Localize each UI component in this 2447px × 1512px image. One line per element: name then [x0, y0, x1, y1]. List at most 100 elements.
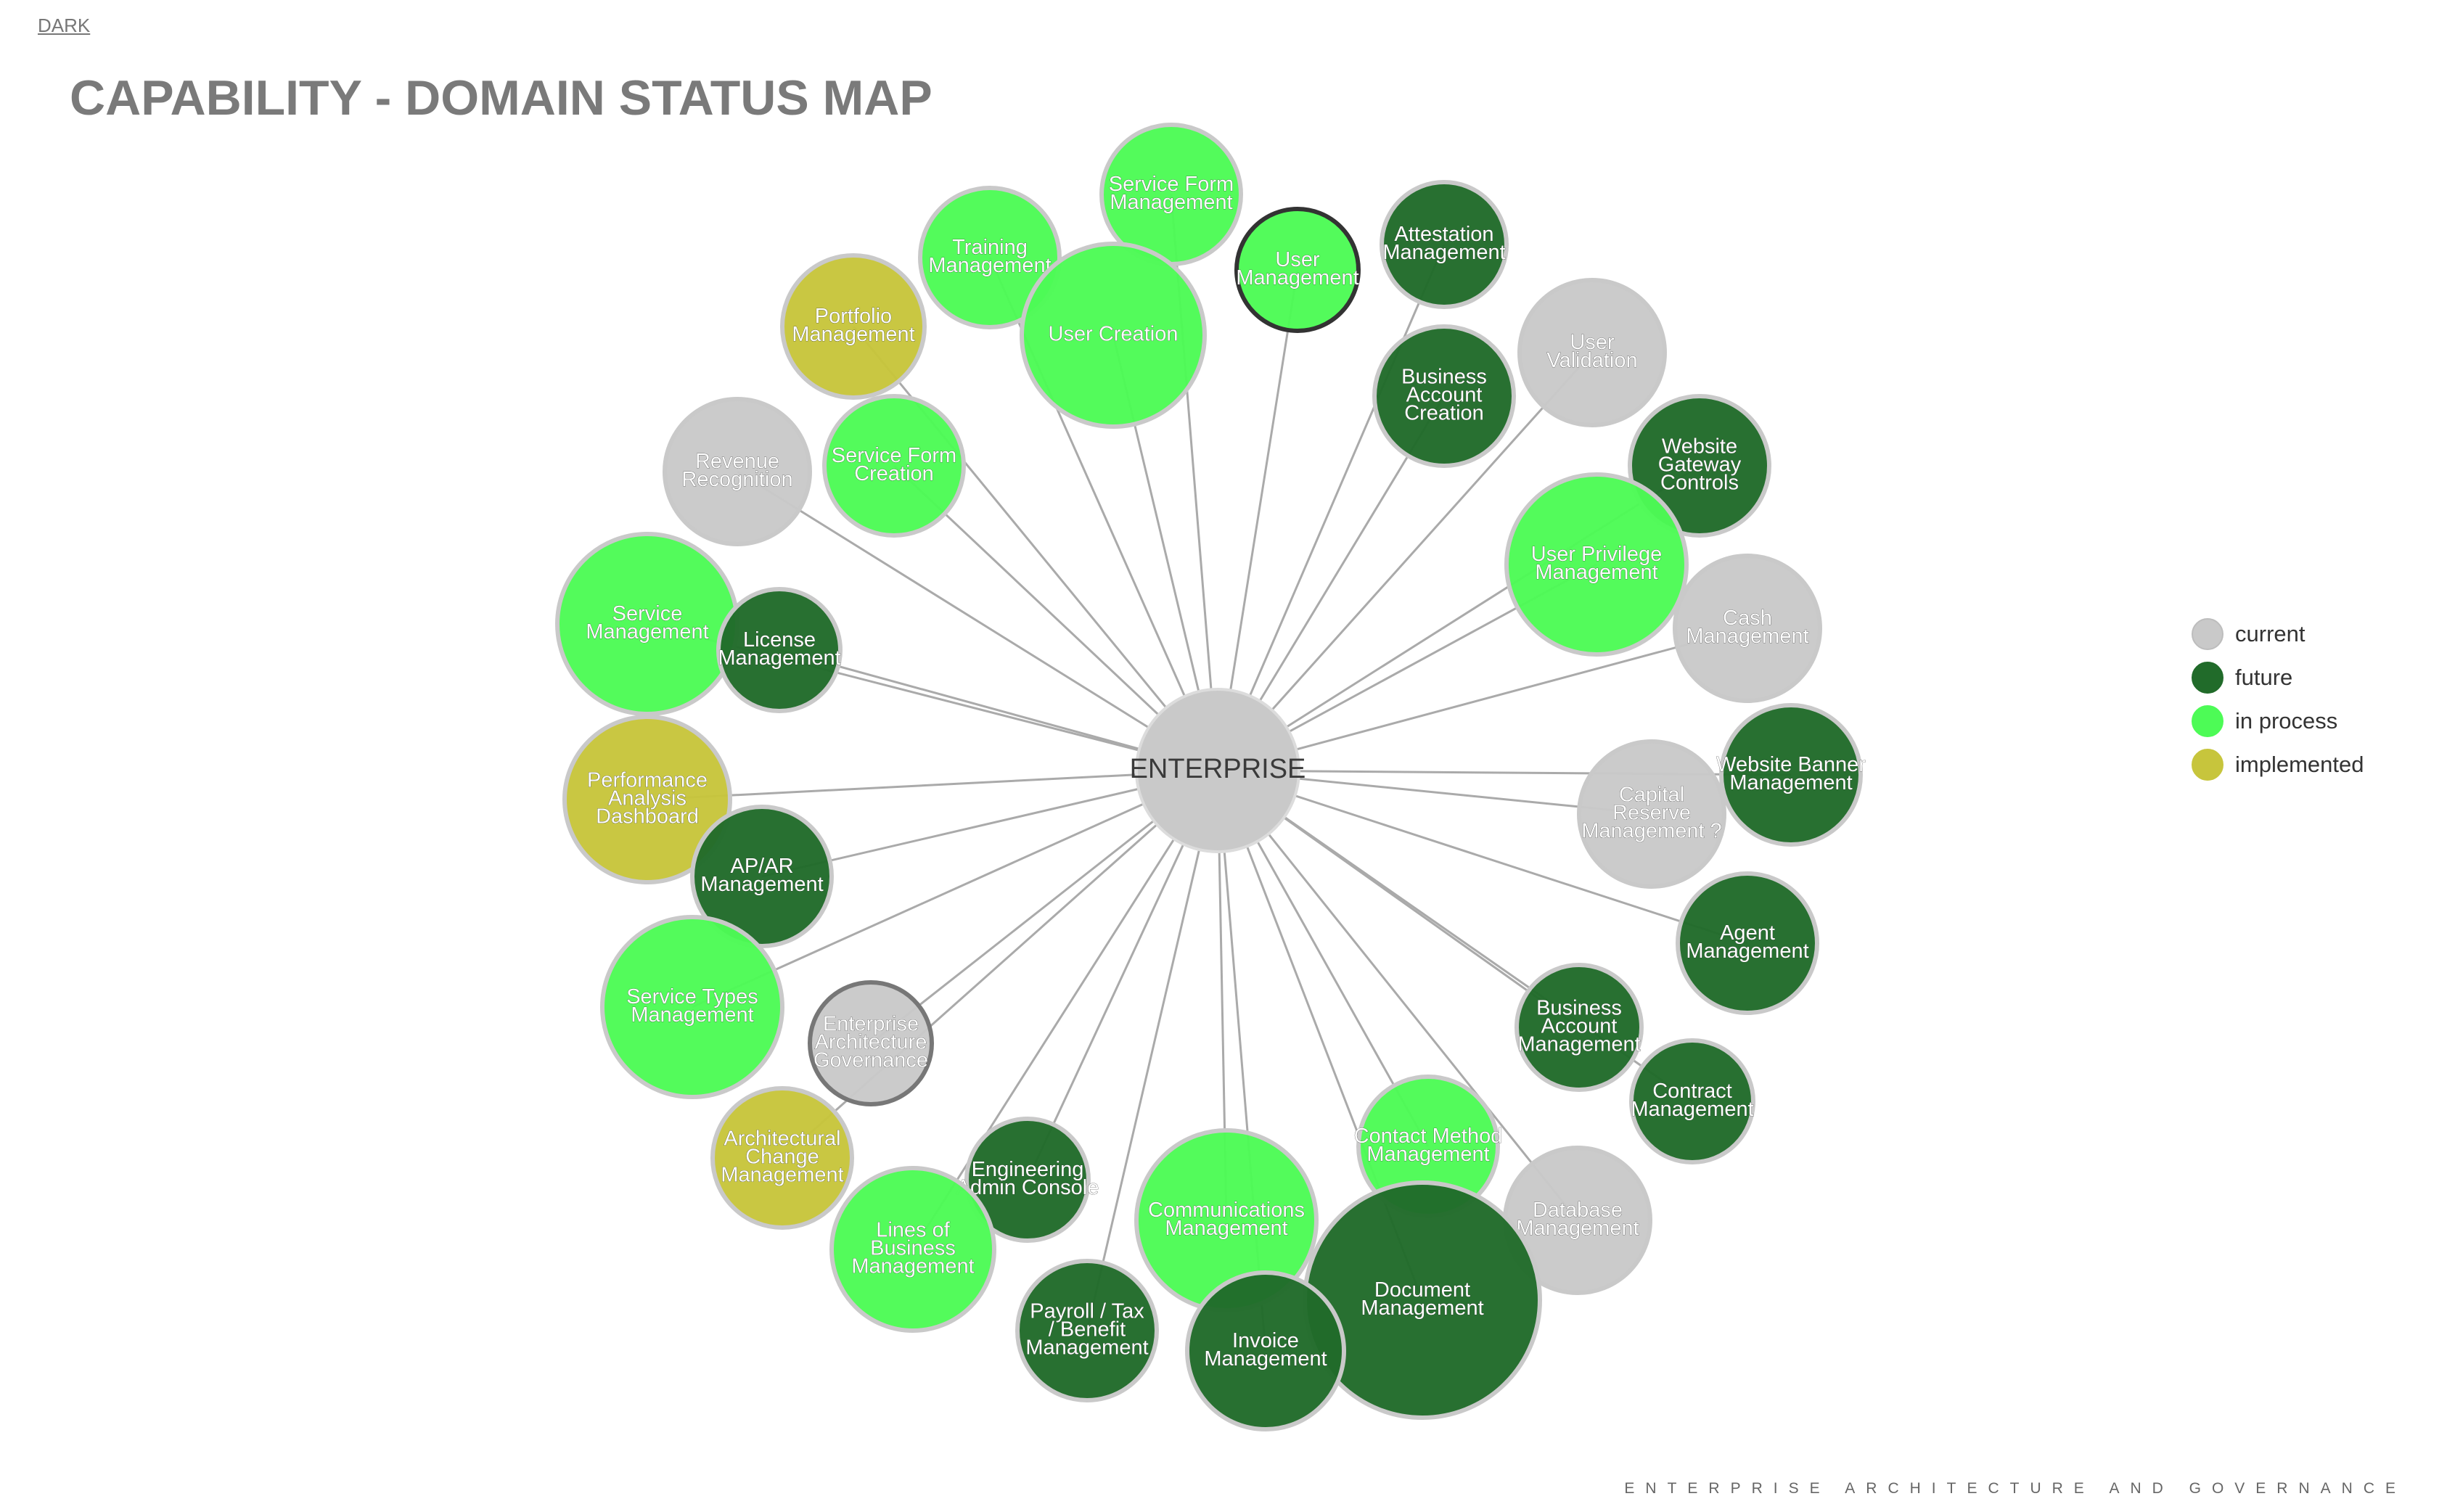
- node-circle[interactable]: [918, 186, 1062, 329]
- node-label: Management: [1236, 266, 1358, 289]
- node-label: Communications: [1148, 1199, 1305, 1222]
- node-circle[interactable]: [1020, 242, 1207, 429]
- node-label: Invoice: [1232, 1329, 1299, 1352]
- node-label: Management ?: [1581, 820, 1721, 843]
- node-circle[interactable]: [964, 1117, 1091, 1243]
- node-circle[interactable]: [1504, 472, 1689, 657]
- edge-revenue-recognition: [737, 470, 1218, 772]
- node-label: Revenue: [695, 450, 779, 473]
- node-circle[interactable]: [600, 915, 784, 1099]
- node-circle[interactable]: [1517, 278, 1667, 427]
- node-label: Management: [1686, 940, 1808, 963]
- node-circle[interactable]: [1372, 324, 1516, 468]
- node-circle[interactable]: [822, 394, 966, 538]
- node-circle[interactable]: [1628, 394, 1771, 538]
- node-label: Engineering: [972, 1158, 1084, 1181]
- node-label: Agent: [1720, 921, 1775, 945]
- node-circle[interactable]: [1185, 1270, 1346, 1431]
- node-label: Document: [1374, 1278, 1470, 1302]
- legend-label: in process: [2235, 708, 2338, 734]
- legend-swatch-future: [2192, 662, 2223, 694]
- node-label: Management: [700, 873, 823, 896]
- edge-service-types-management: [692, 769, 1218, 1008]
- node-circle[interactable]: [562, 715, 732, 884]
- node-circle[interactable]: [1514, 963, 1644, 1092]
- node-circle[interactable]: [710, 1086, 854, 1230]
- edge-agent-management: [1217, 769, 1748, 945]
- node-circle[interactable]: [716, 587, 843, 713]
- node-circle[interactable]: [1015, 1259, 1159, 1402]
- dark-mode-link[interactable]: DARK: [38, 15, 91, 36]
- center-circle[interactable]: [1135, 688, 1300, 853]
- node-label: Creation: [854, 462, 934, 485]
- node-circle[interactable]: [829, 1166, 996, 1333]
- node-label: Gateway: [1658, 453, 1742, 477]
- node-circle[interactable]: [1380, 180, 1509, 309]
- node-label: Architecture: [815, 1031, 927, 1054]
- node-user-creation[interactable]: User Creation: [1020, 242, 1207, 429]
- center-node[interactable]: ENTERPRISE: [1130, 688, 1306, 853]
- node-label: Website Banner: [1716, 753, 1866, 776]
- node-label: Admin Console: [956, 1176, 1099, 1199]
- node-label: AP/AR: [730, 855, 793, 878]
- node-label: User: [1275, 248, 1320, 271]
- node-circle[interactable]: [780, 253, 927, 400]
- node-label: Change: [745, 1146, 819, 1169]
- legend-item-future: future: [2192, 656, 2364, 699]
- node-circle[interactable]: [1577, 739, 1726, 889]
- node-label: Recognition: [681, 468, 792, 491]
- node-label: Management: [1366, 1143, 1489, 1166]
- node-circle[interactable]: [1234, 207, 1361, 333]
- node-circle[interactable]: [1673, 554, 1822, 703]
- node-label: Reserve: [1612, 802, 1691, 825]
- node-label: Service Form: [1109, 173, 1234, 196]
- node-label: Management: [1686, 625, 1808, 648]
- node-label: Capital: [1619, 784, 1684, 807]
- node-label: Performance: [587, 769, 708, 792]
- node-circle[interactable]: [663, 397, 812, 546]
- node-circle[interactable]: [1629, 1038, 1755, 1164]
- legend-swatch-current: [2192, 618, 2223, 650]
- node-label: Contact Method: [1354, 1125, 1503, 1148]
- node-circle[interactable]: [1719, 703, 1863, 847]
- node-circle[interactable]: [808, 980, 934, 1106]
- node-circle[interactable]: [690, 805, 834, 948]
- node-label: Architectural: [724, 1127, 840, 1151]
- node-label: Service: [612, 602, 683, 625]
- node-circle[interactable]: [1676, 871, 1819, 1015]
- node-label: Creation: [1404, 402, 1484, 425]
- node-label: Management: [1361, 1297, 1483, 1320]
